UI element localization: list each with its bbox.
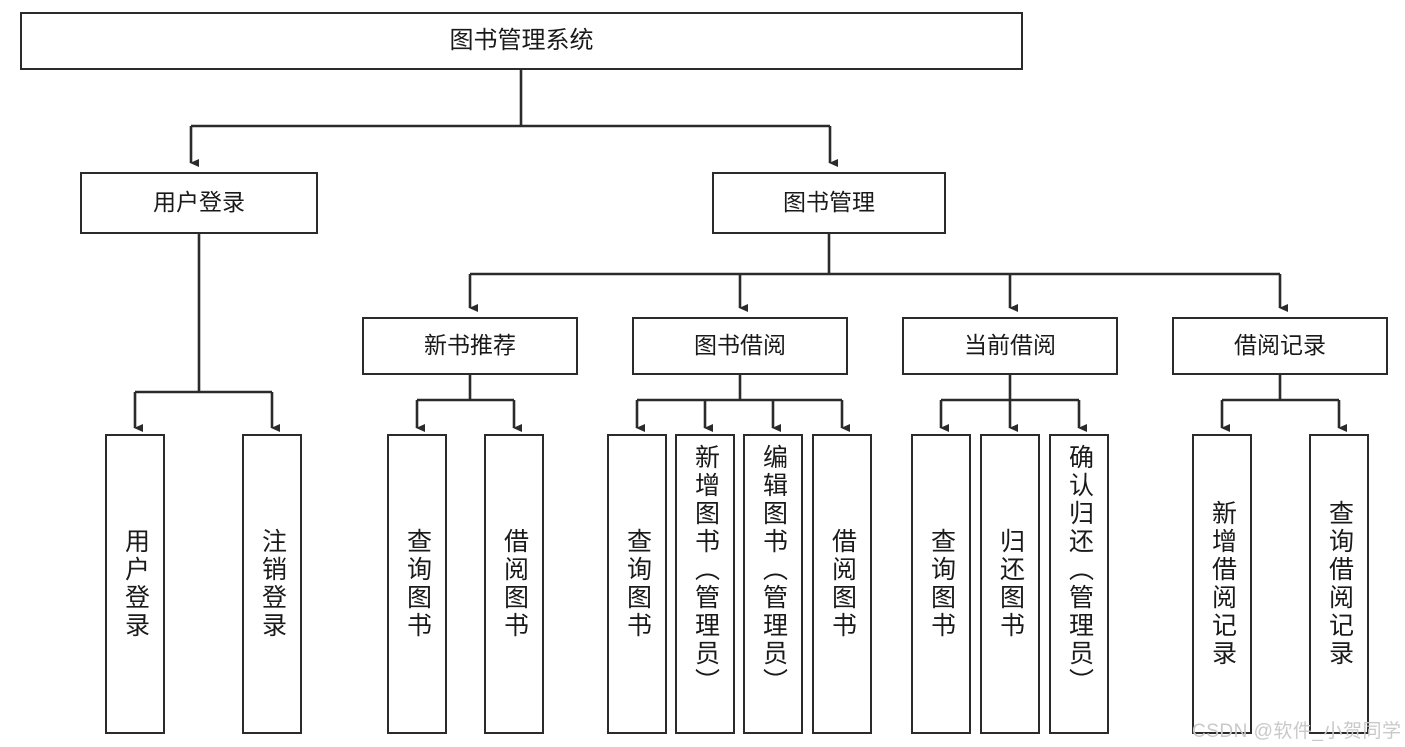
node-label: 查询图书: [927, 528, 956, 640]
node-label: 查询借阅记录: [1325, 500, 1354, 668]
node-label: 图书借阅: [694, 332, 786, 359]
watermark-text: CSDN @软件_小贺同学: [1192, 721, 1402, 742]
node-label: 确认归还（管理员）: [1065, 444, 1094, 696]
node-label: 编辑图书（管理员）: [759, 444, 788, 696]
node-book-borrow[interactable]: 图书借阅: [632, 317, 848, 375]
node-current-borrow[interactable]: 当前借阅: [902, 317, 1118, 375]
node-leaf-query-borrow-record[interactable]: 查询借阅记录: [1309, 434, 1369, 734]
node-leaf-borrow-book-recommend[interactable]: 借阅图书: [484, 434, 544, 734]
node-label: 借阅图书: [500, 528, 529, 640]
node-leaf-borrow-book[interactable]: 借阅图书: [812, 434, 872, 734]
node-label: 新书推荐: [424, 332, 516, 359]
node-borrow-record[interactable]: 借阅记录: [1172, 317, 1388, 375]
node-leaf-user-login[interactable]: 用户登录: [105, 434, 165, 734]
node-user-login[interactable]: 用户登录: [80, 172, 318, 234]
node-leaf-query-book-current[interactable]: 查询图书: [911, 434, 971, 734]
node-label: 查询图书: [623, 528, 652, 640]
node-label: 查询图书: [403, 528, 432, 640]
node-label: 借阅记录: [1234, 332, 1326, 359]
node-label: 用户登录: [153, 189, 245, 216]
node-label: 借阅图书: [828, 528, 857, 640]
node-leaf-confirm-return-admin[interactable]: 确认归还（管理员）: [1049, 434, 1109, 734]
node-leaf-add-book-admin[interactable]: 新增图书（管理员）: [675, 434, 735, 734]
node-label: 注销登录: [258, 528, 287, 640]
node-label: 当前借阅: [964, 332, 1056, 359]
node-leaf-edit-book-admin[interactable]: 编辑图书（管理员）: [743, 434, 803, 734]
node-leaf-add-borrow-record[interactable]: 新增借阅记录: [1192, 434, 1252, 734]
node-leaf-query-book-recommend[interactable]: 查询图书: [387, 434, 447, 734]
node-new-book-recommend[interactable]: 新书推荐: [362, 317, 578, 375]
node-leaf-return-book[interactable]: 归还图书: [980, 434, 1040, 734]
node-label: 用户登录: [121, 528, 150, 640]
node-leaf-query-book-borrow[interactable]: 查询图书: [607, 434, 667, 734]
node-label: 新增图书（管理员）: [691, 444, 720, 696]
node-root-book-management-system[interactable]: 图书管理系统: [20, 12, 1023, 70]
node-label: 图书管理: [783, 189, 875, 216]
node-leaf-logout-login[interactable]: 注销登录: [242, 434, 302, 734]
node-book-management[interactable]: 图书管理: [712, 172, 946, 234]
node-label: 归还图书: [996, 528, 1025, 640]
node-label: 图书管理系统: [449, 26, 594, 54]
node-label: 新增借阅记录: [1208, 500, 1237, 668]
